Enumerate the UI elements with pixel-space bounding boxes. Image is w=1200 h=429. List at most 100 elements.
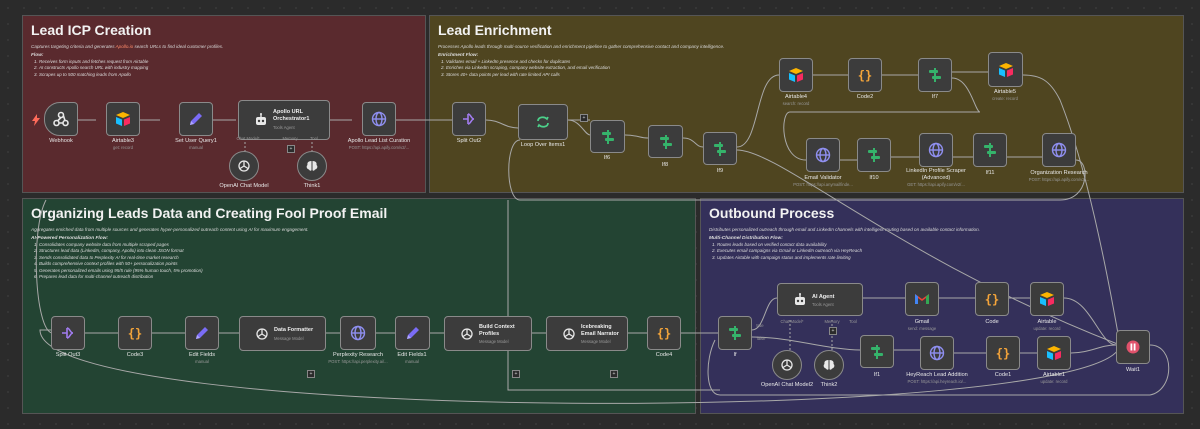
section-title: Organizing Leads Data and Creating Fool … — [31, 205, 388, 221]
node-subtitle: manual — [405, 359, 419, 364]
node-data-formatter[interactable]: Data Formatter Message Model — [239, 316, 326, 351]
section-title: Lead Enrichment — [438, 22, 552, 38]
svg-text:{}: {} — [128, 327, 142, 341]
node-subtitle: send: message — [907, 326, 937, 331]
node-think1[interactable] — [297, 151, 327, 181]
section-description: Distributes personalized outreach throug… — [709, 227, 980, 232]
node-label: Perplexity Research — [332, 352, 384, 358]
node-apollo-url-orchestrator1[interactable]: Apollo URL Orchestrator1 Tools Agent — [238, 100, 330, 140]
node-set-user-query1[interactable] — [179, 102, 213, 136]
node-gmail[interactable] — [905, 282, 939, 316]
node-subtitle: POST: https://api.anymailfinde... — [793, 182, 853, 187]
node-icebreaking-email-narrator[interactable]: Icebreaking Email Narrator Message Model — [546, 316, 628, 351]
section-title: Lead ICP Creation — [31, 22, 152, 38]
code-braces-icon: {} — [128, 327, 142, 341]
node-label: Code — [985, 319, 999, 325]
node-label: OpenAI Chat Model2 — [760, 382, 814, 388]
node-email-validator[interactable] — [806, 138, 840, 172]
pause-icon — [1126, 340, 1140, 354]
node-subtitle: get: record — [112, 145, 134, 150]
node-ai-agent[interactable]: AI Agent Tools Agent — [777, 283, 863, 316]
globe-icon — [815, 147, 831, 163]
build-context-tool-add[interactable]: + — [512, 370, 520, 378]
port-label-chat-model: Chat Model* — [236, 136, 260, 141]
node-code4[interactable]: {} — [647, 316, 681, 350]
node-wait1[interactable] — [1116, 330, 1150, 364]
node-split-out3[interactable] — [51, 316, 85, 350]
loop-add-button[interactable]: + — [580, 114, 588, 122]
node-webhook[interactable] — [44, 102, 78, 136]
section-lead-icp-creation[interactable]: Lead ICP Creation Captures targeting cri… — [22, 15, 426, 193]
data-formatter-tool-add[interactable]: + — [307, 370, 315, 378]
split-icon — [463, 113, 475, 125]
node-if10[interactable] — [857, 138, 891, 172]
node-airtable1[interactable] — [1037, 336, 1071, 370]
node-edit-fields1[interactable] — [395, 316, 430, 350]
add-memory-button[interactable]: + — [287, 145, 295, 153]
node-split-out2[interactable] — [452, 102, 486, 136]
node-subtitle: Message Model — [581, 339, 611, 344]
node-code2[interactable]: {} — [848, 58, 882, 92]
node-code3[interactable]: {} — [118, 316, 152, 350]
node-if1[interactable] — [860, 335, 894, 368]
node-if7[interactable] — [918, 58, 952, 92]
node-label: Icebreaking Email Narrator — [581, 324, 619, 337]
node-code1[interactable]: {} — [986, 336, 1020, 370]
node-subtitle: update: record — [1040, 379, 1068, 384]
node-linkedin-profile-scraper[interactable] — [919, 133, 953, 167]
pencil-icon — [406, 327, 419, 339]
node-airtable4[interactable] — [779, 58, 813, 92]
node-edit-fields[interactable] — [185, 316, 219, 350]
openai-icon — [781, 359, 793, 371]
node-heyreach-lead-addition[interactable] — [920, 336, 954, 370]
flow-steps: Routes leads based on verified contact d… — [709, 242, 1175, 261]
node-label: If — [733, 352, 737, 358]
node-if6[interactable] — [590, 120, 625, 153]
node-label: Airtable — [1037, 319, 1057, 325]
node-organization-research[interactable] — [1042, 133, 1076, 167]
pencil-icon — [196, 327, 208, 339]
port-label-chat-model: Chat Model* — [780, 319, 804, 324]
node-subtitle: POST: https://api.apify.com/v2/... — [348, 145, 410, 150]
node-label: Data Formatter — [274, 327, 314, 333]
node-label: Apollo Lead List Curation — [347, 138, 411, 144]
node-airtable5[interactable] — [988, 52, 1023, 87]
node-if[interactable] — [718, 316, 752, 350]
node-subtitle: GET: https://api.apify.com/v2/... — [907, 182, 965, 187]
globe-icon — [1051, 142, 1067, 158]
node-subtitle: POST: https://api.heyreach.io/... — [907, 379, 967, 384]
section-description: Aggregates enriched data from multiple s… — [31, 227, 309, 232]
icebreaking-tool-add[interactable]: + — [610, 370, 618, 378]
node-label: AI Agent — [812, 294, 835, 300]
node-apollo-lead-list-curation[interactable] — [362, 102, 396, 136]
node-subtitle: manual — [189, 145, 203, 150]
ai-agent-memory-add[interactable]: + — [829, 327, 837, 335]
node-label: Airtable3 — [111, 138, 135, 144]
node-if9[interactable] — [703, 132, 737, 165]
node-perplexity-research[interactable] — [340, 316, 376, 350]
node-think2[interactable] — [814, 350, 844, 380]
robot-icon — [795, 292, 805, 305]
node-openai-chat-model[interactable] — [229, 151, 259, 181]
section-organizing-leads[interactable]: Organizing Leads Data and Creating Fool … — [22, 198, 696, 414]
node-if11[interactable] — [973, 133, 1007, 167]
node-label: Organization Research — [1030, 170, 1088, 176]
node-loop-over-items1[interactable] — [518, 104, 568, 140]
pencil-icon — [190, 113, 202, 125]
gmail-icon — [915, 294, 929, 304]
node-label: Webhook — [49, 138, 73, 144]
node-if8[interactable] — [648, 125, 683, 158]
node-label: Split Out3 — [55, 352, 81, 358]
flow-title: Multi-Channel Distribution Flow: — [709, 236, 783, 241]
robot-icon — [256, 113, 266, 125]
node-airtable3[interactable] — [106, 102, 140, 136]
node-openai-chat-model2[interactable] — [772, 350, 802, 380]
node-build-context-profiles[interactable]: Build Context Profiles Message Model — [444, 316, 532, 351]
port-label-memory: Memory — [282, 136, 298, 141]
flow-title: Enrichment Flow: — [438, 53, 479, 58]
port-label-true: true — [756, 323, 764, 328]
node-code[interactable]: {} — [975, 282, 1009, 316]
branch-icon — [929, 68, 941, 82]
globe-icon — [929, 345, 945, 361]
node-airtable[interactable] — [1030, 282, 1064, 316]
